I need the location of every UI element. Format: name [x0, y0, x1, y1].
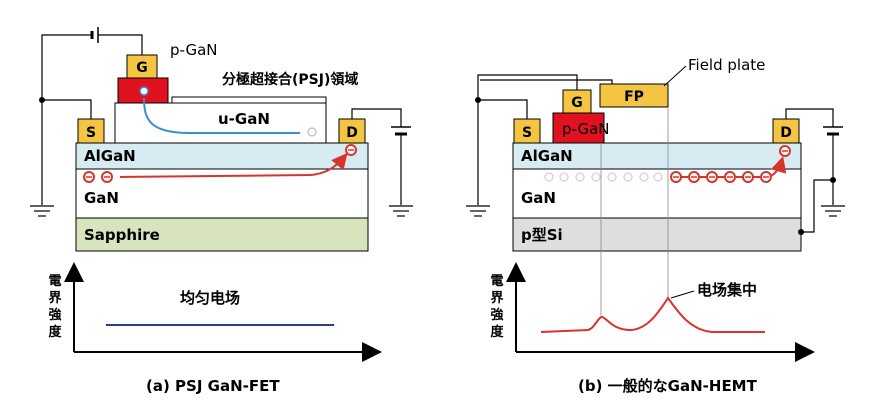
right-axis-label: 電界強度 [490, 274, 504, 340]
psj-field-graph: 均匀电场 (a) PSJ GaN-FET [64, 262, 382, 395]
junction-dot [39, 97, 45, 103]
caption-a: (a) PSJ GaN-FET [146, 377, 280, 395]
depleted-electrons [544, 172, 663, 182]
p-gan-label: p-GaN [562, 120, 610, 138]
p-gan-label: p-GaN [170, 41, 218, 59]
left-axis-label: 電界強度 [48, 274, 62, 340]
hole-symbol [139, 86, 149, 96]
empty-electron [544, 172, 554, 182]
junction-dot [830, 177, 836, 183]
empty-electron [591, 172, 601, 182]
field-plate-label: Field plate [688, 56, 765, 74]
drain-label: D [346, 125, 358, 141]
gan-label: GaN [84, 189, 119, 207]
ground-symbol [821, 205, 845, 217]
concentrated-field-curve [540, 296, 765, 333]
psj-region-bracket [171, 96, 327, 103]
gate-label: G [136, 60, 148, 76]
sapphire-label: Sapphire [84, 226, 160, 244]
substrate-label: p型Si [521, 226, 563, 244]
peak-pointer [670, 290, 695, 299]
psj-region-label: 分極超接合(PSJ)領域 [222, 71, 358, 88]
fp-wire [480, 79, 613, 84]
psi-layer [512, 217, 802, 252]
hemt-field-graph: 电场集中 (b) 一般的なGaN-HEMT [506, 262, 815, 395]
drain-wire [785, 108, 834, 127]
junction-dot [475, 97, 481, 103]
fp-label: FP [624, 89, 644, 105]
algan-label: AlGaN [84, 147, 136, 165]
source-wire [41, 34, 92, 205]
gate-wire [477, 74, 578, 205]
hole-open [307, 127, 317, 137]
field-strength-axis-label: 電界強度 [490, 274, 504, 340]
empty-electron [607, 172, 617, 182]
source-label: S [86, 125, 96, 141]
field-plate-pointer [663, 65, 687, 87]
drain-electrode [338, 118, 366, 144]
hole-path [143, 97, 300, 134]
gate-wire [98, 34, 143, 55]
source-label: S [522, 125, 532, 141]
empty-electron [639, 172, 649, 182]
substrate-wire [801, 179, 833, 233]
ground-symbol [30, 205, 54, 217]
psj-device: G S D p-GaN 分極超接合(PSJ)領域 u-GaN AlGaN GaN… [30, 27, 413, 252]
empty-electron [623, 172, 633, 182]
drain-label: D [780, 125, 792, 141]
electrons [83, 144, 357, 183]
u-gan-label: u-GaN [218, 110, 270, 128]
ground-symbol [389, 205, 413, 217]
ground-symbol [466, 205, 490, 217]
junction-dot [798, 229, 804, 235]
field-strength-axis-label: 電界強度 [48, 274, 62, 340]
source-tap [478, 99, 528, 119]
p-gan-block [552, 112, 605, 144]
empty-electron [559, 172, 569, 182]
algan-label: AlGaN [521, 147, 573, 165]
source-tap [42, 99, 92, 119]
field-concentration-label: 电场集中 [697, 281, 757, 299]
caption-b: (b) 一般的なGaN-HEMT [578, 377, 758, 395]
uniform-field-label: 均匀电场 [180, 289, 240, 307]
electron-path [119, 152, 348, 178]
hemt-device: G FP S D p-GaN Field plate AlGaN GaN p型S… [466, 56, 845, 318]
empty-electron [653, 172, 663, 182]
field-plate [599, 83, 669, 108]
source-electrode [77, 118, 105, 144]
electron-signs [86, 149, 354, 178]
algan-layer [512, 142, 802, 170]
empty-electron [575, 172, 585, 182]
sapphire-layer [75, 217, 369, 252]
gate-label: G [571, 95, 583, 111]
drain-wire [351, 108, 402, 127]
gan-label: GaN [521, 189, 556, 207]
electron-signs [673, 150, 788, 178]
